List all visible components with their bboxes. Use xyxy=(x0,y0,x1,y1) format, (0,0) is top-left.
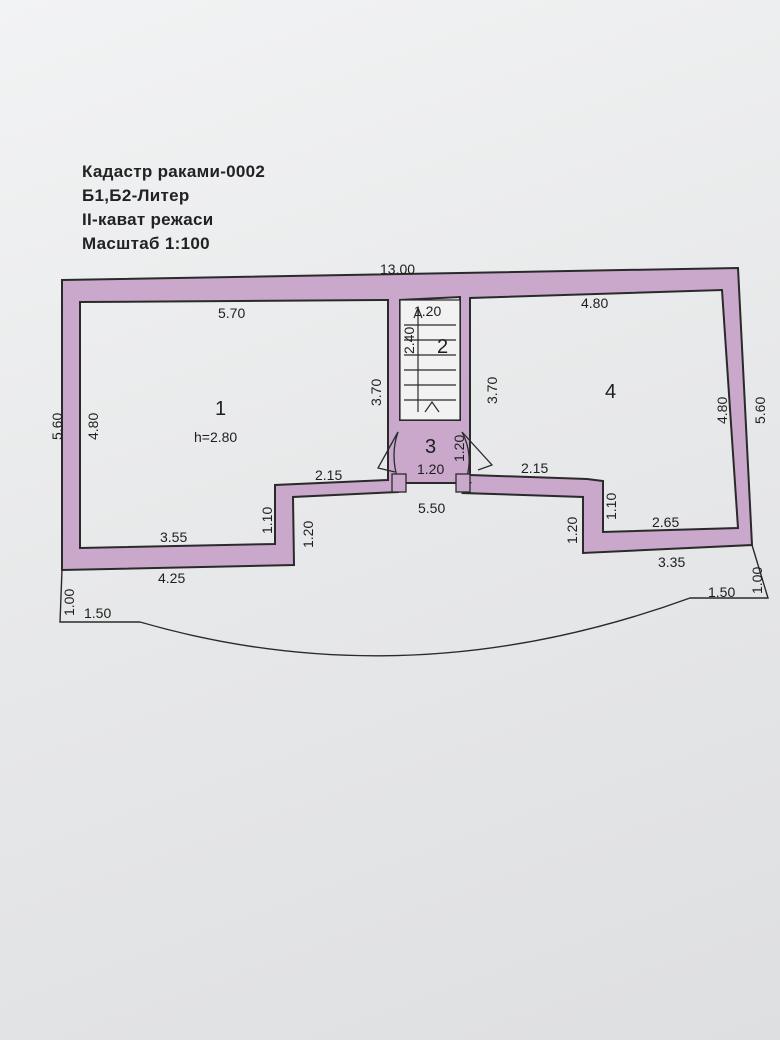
dim-hall-width: 1.20 xyxy=(417,461,444,477)
dim-room4-top: 4.80 xyxy=(581,295,608,311)
room-1-height: h=2.80 xyxy=(194,429,237,445)
dim-hall-depth: 1.20 xyxy=(451,435,467,462)
dim-left-step-2: 1.20 xyxy=(300,521,316,548)
scale-label: Масштаб 1:100 xyxy=(82,234,210,253)
dim-stair-width: 1.20 xyxy=(414,303,441,319)
balcony-outline xyxy=(59,544,769,657)
room-4-label: 4 xyxy=(605,381,616,403)
cadastre-number: Кадастр раками-0002 xyxy=(82,162,266,181)
dim-room1-bottom: 3.55 xyxy=(160,529,187,545)
dim-stair-right: 3.70 xyxy=(484,377,500,404)
dim-balcony-left-depth: 1.00 xyxy=(61,589,77,616)
dim-left-outer: 5.60 xyxy=(49,413,65,440)
dim-stair-length: 2.40 xyxy=(401,327,417,354)
dim-left-step-top: 2.15 xyxy=(315,467,342,483)
dim-left-step-1: 1.10 xyxy=(259,507,275,534)
room-2-label: 2 xyxy=(437,336,448,358)
liter-label: Б1,Б2-Литер xyxy=(82,186,190,205)
dim-right-step-top: 2.15 xyxy=(521,460,548,476)
dim-left-inner: 4.80 xyxy=(85,413,101,440)
dim-balcony-right-width: 1.50 xyxy=(708,584,735,600)
dim-room4-bottom: 2.65 xyxy=(652,514,679,530)
dim-right-inner: 4.80 xyxy=(714,397,730,424)
staircase xyxy=(399,299,461,421)
dim-right-outer: 5.60 xyxy=(752,397,768,424)
dim-left-bottom-outer: 4.25 xyxy=(158,570,185,586)
room-3-label: 3 xyxy=(425,436,436,458)
plan-header: Кадастр раками-0002 Б1,Б2-Литер II-кават… xyxy=(82,160,265,256)
hall-doors xyxy=(377,431,494,493)
dim-right-step-2: 1.20 xyxy=(564,517,580,544)
dim-right-step-1: 1.10 xyxy=(603,493,619,520)
dim-balcony-right-depth: 1.00 xyxy=(749,567,765,594)
dim-right-bottom-outer: 3.35 xyxy=(658,554,685,570)
dim-front-total: 5.50 xyxy=(418,500,445,516)
dim-room1-top: 5.70 xyxy=(218,305,245,321)
dim-balcony-left-width: 1.50 xyxy=(84,605,111,621)
dim-top-total: 13.00 xyxy=(380,261,415,277)
dim-stair-left: 3.70 xyxy=(368,379,384,406)
floor-plan-label: II-кават режаси xyxy=(82,210,214,229)
room-1-label: 1 xyxy=(215,398,226,420)
